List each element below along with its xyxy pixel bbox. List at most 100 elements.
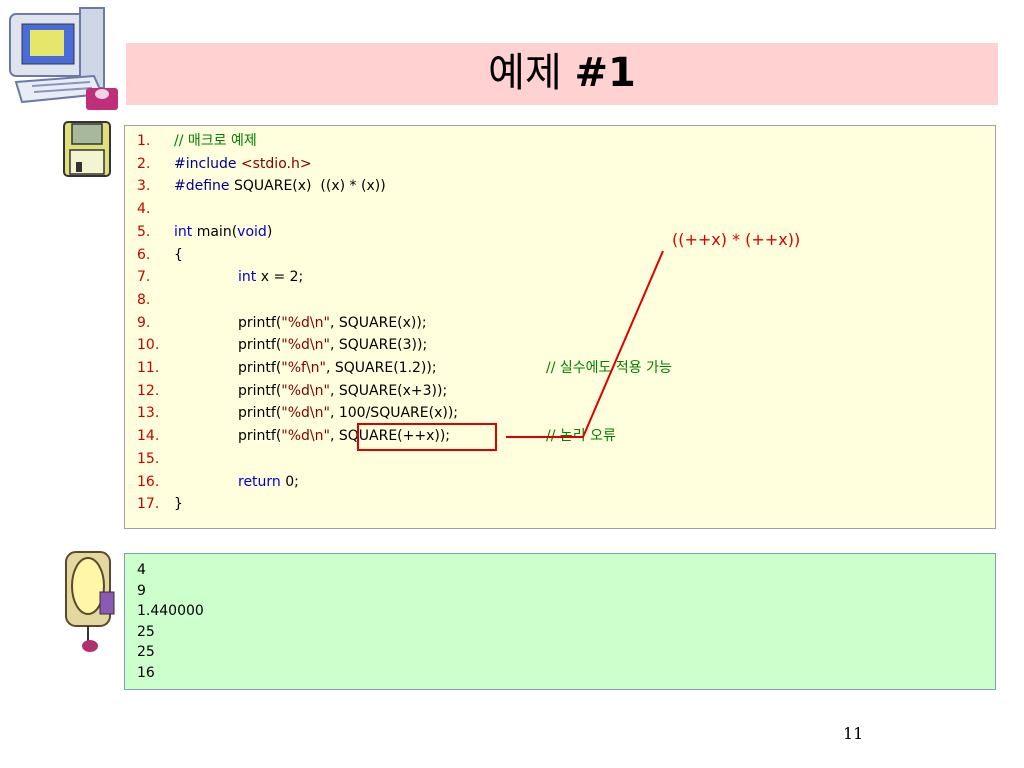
line-number: 15. xyxy=(137,450,160,467)
line-number: 3. xyxy=(137,178,151,195)
code-token: printf( xyxy=(238,337,282,354)
line-number: 6. xyxy=(137,246,151,263)
code-token: void xyxy=(237,223,267,240)
code-line: 12. printf("%d\n", SQUARE(x+3)); xyxy=(125,380,985,402)
title-number: #1 xyxy=(574,50,636,96)
code-token: x = 2; xyxy=(256,269,304,286)
code-token: } xyxy=(174,496,183,513)
line-number: 12. xyxy=(137,382,160,399)
code-text: printf("%d\n", SQUARE(++x)); xyxy=(238,425,450,447)
code-line: 17.} xyxy=(125,493,985,515)
code-text: printf("%d\n", 100/SQUARE(x)); xyxy=(238,402,458,424)
code-token: , SQUARE(x+3)); xyxy=(329,382,448,399)
code-token: #define xyxy=(174,178,230,195)
code-token: "%d\n" xyxy=(281,337,330,354)
code-text: #include <stdio.h> xyxy=(174,153,312,175)
code-token: , SQUARE(1.2)); xyxy=(326,360,437,376)
code-token: "%d\n" xyxy=(281,405,330,422)
line-number: 4. xyxy=(137,201,151,218)
code-token: , SQUARE(++x)); xyxy=(329,428,451,445)
slide-title-bar: 예제 #1 xyxy=(126,43,998,105)
macro-expansion-annotation: ((++x) * (++x)) xyxy=(672,230,801,249)
code-line: 9. printf("%d\n", SQUARE(x)); xyxy=(125,312,985,334)
annotation-connector-line xyxy=(506,250,664,438)
code-token: 0; xyxy=(280,473,299,490)
code-token: int xyxy=(238,269,257,286)
page-number: 11 xyxy=(843,724,864,743)
code-token: , SQUARE(3)); xyxy=(329,337,428,354)
code-token: printf( xyxy=(238,382,282,399)
code-comment: // 실수에도 적용 가능 xyxy=(546,360,672,376)
output-line: 4 xyxy=(137,562,146,578)
floppy-disk-clipart-icon xyxy=(63,121,111,177)
computer-clipart-icon xyxy=(9,7,118,110)
code-token: // 매크로 예제 xyxy=(174,133,257,149)
code-line: 1. // 매크로 예제 xyxy=(125,130,985,152)
code-token: <stdio.h> xyxy=(240,155,312,172)
code-text: printf("%f\n", SQUARE(1.2)); xyxy=(238,357,437,379)
code-line: 13. printf("%d\n", 100/SQUARE(x)); xyxy=(125,402,985,424)
code-line: 8. xyxy=(125,289,985,311)
code-line: 4. xyxy=(125,198,985,220)
code-text: printf("%d\n", SQUARE(3)); xyxy=(238,334,427,356)
line-number: 11. xyxy=(137,360,160,376)
line-number: 5. xyxy=(137,223,151,240)
code-token: "%f\n" xyxy=(281,360,326,376)
program-output-panel: 4 9 1.440000 25 25 16 xyxy=(124,553,996,690)
code-text: return 0; xyxy=(238,471,299,493)
code-token: printf( xyxy=(238,360,282,376)
code-line: 7. int x = 2; xyxy=(125,266,985,288)
line-number: 17. xyxy=(137,496,160,513)
output-line: 25 xyxy=(137,644,155,660)
code-token: SQUARE(x) ((x) * (x)) xyxy=(229,178,386,195)
code-token: int xyxy=(174,223,193,240)
highlight-square-call-box xyxy=(357,423,497,451)
output-line: 16 xyxy=(137,664,155,681)
line-number: 13. xyxy=(137,405,160,422)
code-text: { xyxy=(174,244,183,266)
line-number: 9. xyxy=(137,314,151,331)
code-text: printf("%d\n", SQUARE(x)); xyxy=(238,312,427,334)
code-line: 11. printf("%f\n", SQUARE(1.2)); // 실수에도 적… xyxy=(125,357,985,379)
title-korean: 예제 xyxy=(488,50,562,96)
code-token: printf( xyxy=(238,314,282,331)
code-line: 2. #include <stdio.h> xyxy=(125,153,985,175)
code-text: #define SQUARE(x) ((x) * (x)) xyxy=(174,175,386,197)
code-token: printf( xyxy=(238,405,282,422)
line-number: 10. xyxy=(137,337,160,354)
code-listing-panel: 1. // 매크로 예제 2. #include <stdio.h> 3. #define… xyxy=(124,125,996,529)
line-number: 14. xyxy=(137,428,160,445)
output-line: 25 xyxy=(137,623,155,640)
code-token: "%d\n" xyxy=(281,314,330,331)
code-token: "%d\n" xyxy=(281,382,330,399)
terminal-clipart-icon xyxy=(65,551,115,652)
code-line: 3. #define SQUARE(x) ((x) * (x)) xyxy=(125,175,985,197)
code-token: , 100/SQUARE(x)); xyxy=(329,405,458,422)
line-number: 7. xyxy=(137,269,151,286)
code-token: printf( xyxy=(238,428,282,445)
output-line: 9 xyxy=(137,582,146,599)
slide-title: 예제 #1 xyxy=(126,47,998,99)
code-token: "%d\n" xyxy=(281,428,330,445)
code-token: return xyxy=(238,473,281,490)
code-text: int main(void) xyxy=(174,221,272,243)
code-token: ) xyxy=(266,223,273,240)
code-text: // 매크로 예제 xyxy=(174,130,257,152)
line-number: 16. xyxy=(137,473,160,490)
code-token: , SQUARE(x)); xyxy=(329,314,427,331)
line-number: 1. xyxy=(137,133,151,149)
code-token: { xyxy=(174,246,183,263)
code-line: 6. { xyxy=(125,244,985,266)
output-line: 1.440000 xyxy=(137,603,204,619)
line-number: 2. xyxy=(137,155,151,172)
code-text: int x = 2; xyxy=(238,266,303,288)
line-number: 8. xyxy=(137,291,151,308)
code-text: } xyxy=(174,493,183,515)
code-token: #include xyxy=(174,155,241,172)
code-line: 16. return 0; xyxy=(125,471,985,493)
code-text: printf("%d\n", SQUARE(x+3)); xyxy=(238,380,447,402)
code-line: 5. int main(void) xyxy=(125,221,985,243)
code-line: 15. xyxy=(125,448,985,470)
code-token: main( xyxy=(192,223,238,240)
